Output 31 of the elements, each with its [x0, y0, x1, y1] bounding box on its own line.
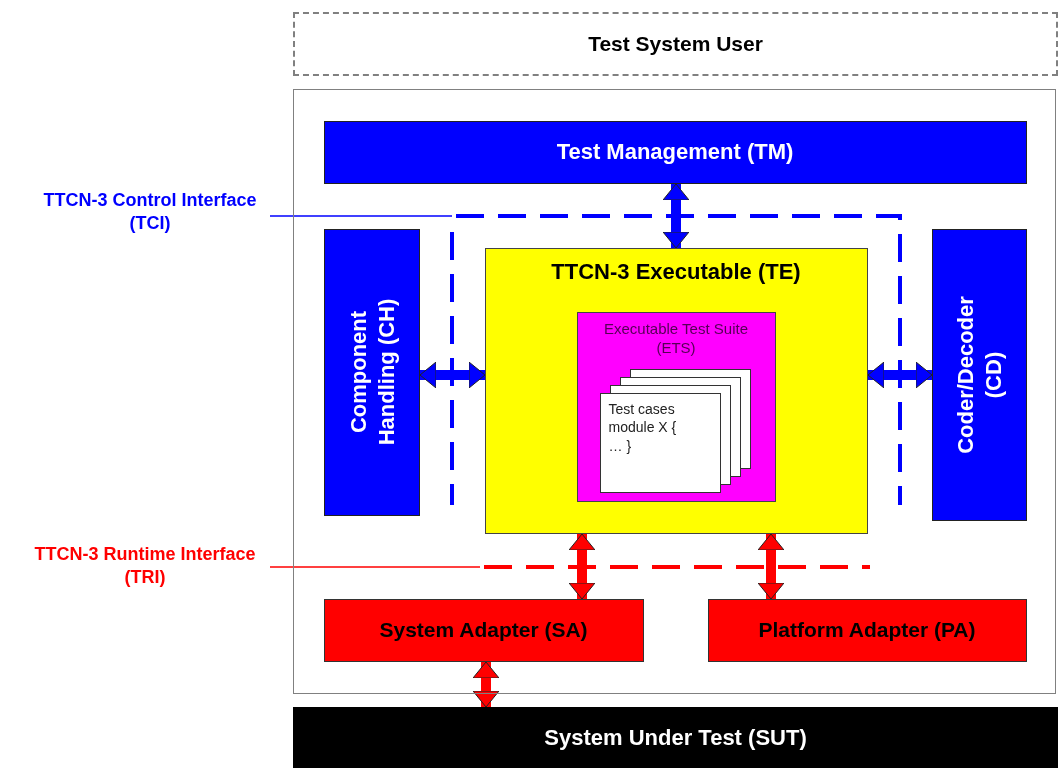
- interface-label: TTCN-3 Runtime Interface (TRI): [20, 540, 270, 592]
- box-label: Platform Adapter (PA): [758, 617, 976, 643]
- leader-line: [269, 215, 453, 217]
- actor-box: [293, 12, 1058, 76]
- system-box: [293, 707, 1058, 768]
- box-label: System Under Test (SUT): [544, 724, 807, 751]
- box-label: Test System User: [588, 31, 763, 57]
- box-label: Component Handling (CH): [344, 297, 399, 448]
- test-suite-box: [576, 311, 776, 502]
- interface-label: TTCN-3 Control Interface (TCI): [30, 186, 270, 238]
- executable-box: [484, 247, 868, 534]
- component-box: [323, 120, 1027, 184]
- leader-line: [269, 566, 481, 568]
- double-arrow: [472, 661, 500, 708]
- double-arrow: [757, 533, 785, 600]
- double-arrow: [419, 361, 486, 389]
- box-title: TTCN-3 Executable (TE): [551, 258, 801, 285]
- box-title: Executable Test Suite (ETS): [603, 318, 749, 358]
- code-text: Test cases module X { … }: [608, 399, 678, 457]
- component-box: [931, 228, 1027, 521]
- adapter-box: [707, 598, 1027, 662]
- adapter-box: [323, 598, 644, 662]
- document-stack: [599, 368, 752, 494]
- system-boundary: [293, 89, 1056, 694]
- box-label: Test Management (TM): [556, 138, 794, 166]
- box-label: System Adapter (SA): [379, 617, 588, 643]
- component-box: [323, 228, 420, 516]
- double-arrow: [867, 361, 933, 389]
- box-label: Coder/Decoder (CD): [951, 294, 1007, 456]
- double-arrow: [568, 533, 596, 600]
- double-arrow: [662, 183, 690, 249]
